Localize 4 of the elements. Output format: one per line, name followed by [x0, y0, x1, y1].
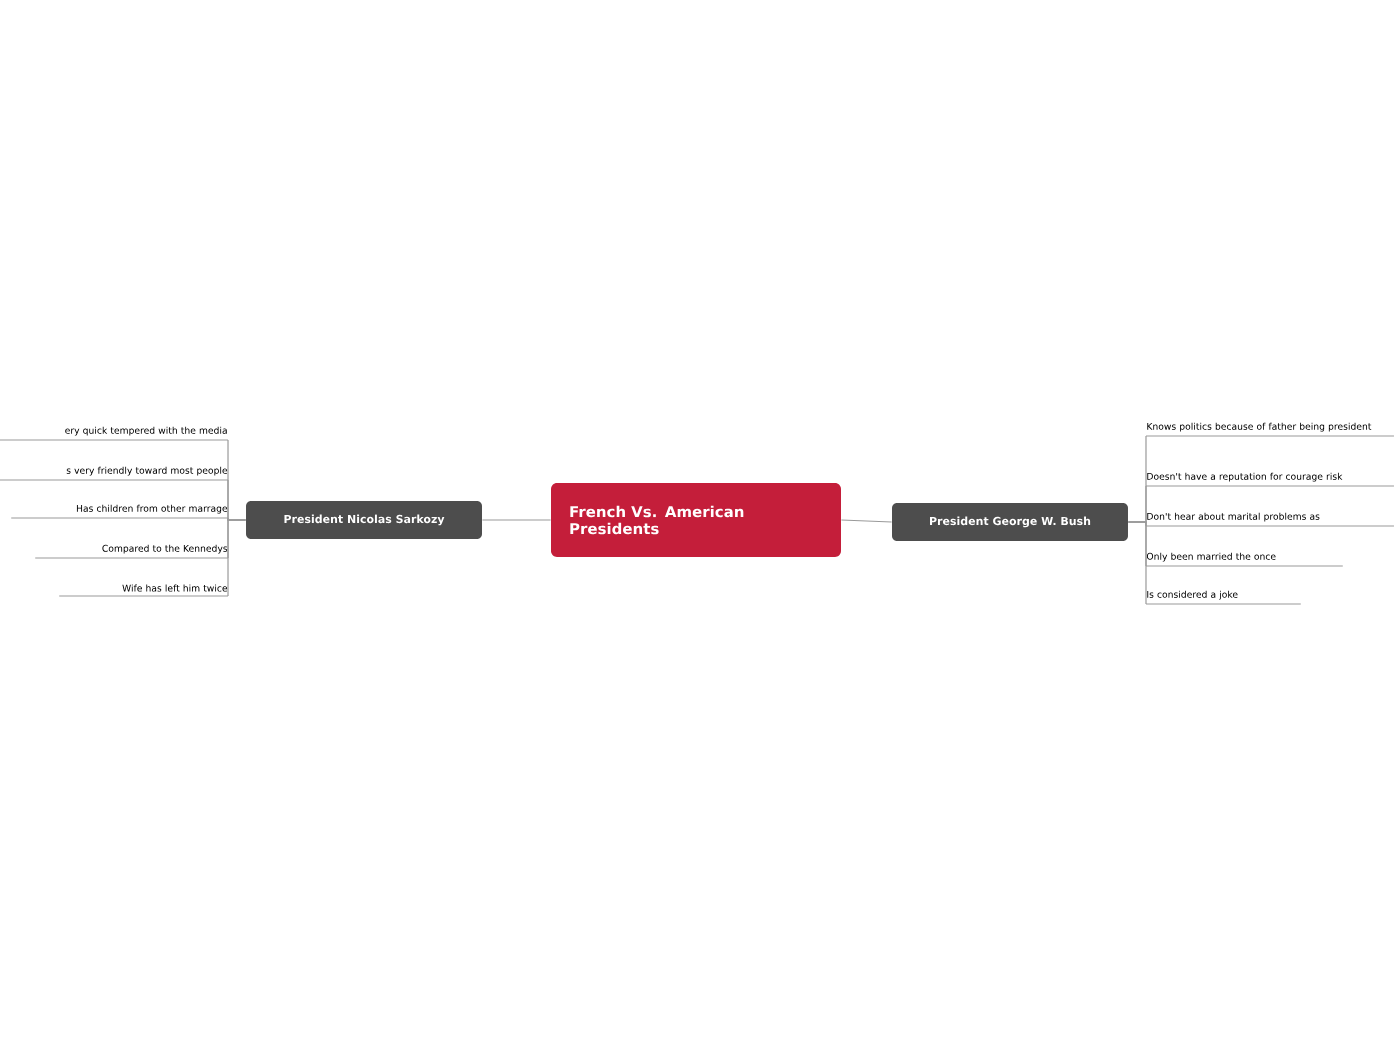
connector-line — [1127, 521, 1147, 605]
connector-line — [227, 519, 247, 597]
connector-line — [840, 519, 893, 523]
connector-line — [481, 519, 552, 521]
